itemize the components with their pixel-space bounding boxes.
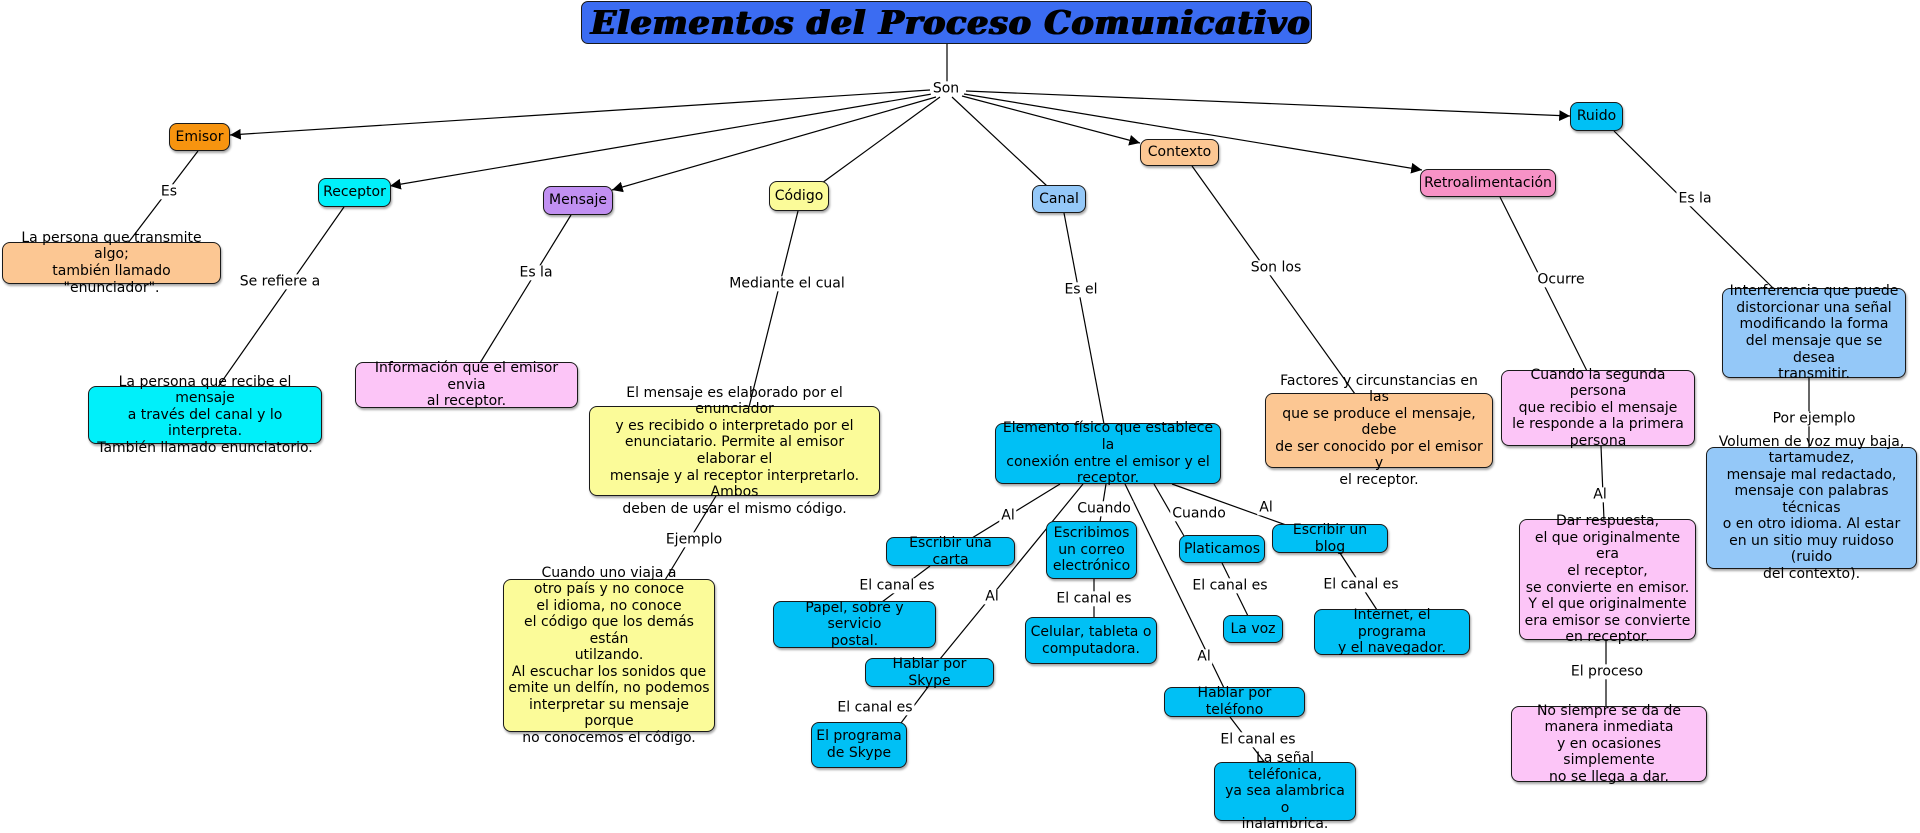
node-canal[interactable]: Canal: [1032, 185, 1086, 213]
link-label-al-blog: Al: [1257, 499, 1275, 516]
node-telefono-canal[interactable]: La señal teléfonica, ya sea alambrica o …: [1214, 750, 1356, 832]
link-label-es-el: Es el: [1062, 281, 1100, 298]
node-retro-definicion[interactable]: Cuando la segunda persona que recibio el…: [1501, 367, 1695, 449]
link-label-ejemplo: Ejemplo: [663, 531, 725, 548]
node-contexto[interactable]: Contexto: [1140, 139, 1219, 166]
node-correo-canal[interactable]: Celular, tableta o computadora.: [1025, 617, 1157, 664]
node-hablar-telefono[interactable]: Hablar por teléfono: [1164, 685, 1305, 718]
link-label-son-los: Son los: [1248, 259, 1304, 276]
node-escribir-carta[interactable]: Escribir una carta: [886, 535, 1015, 568]
link-label-al-carta: Al: [999, 507, 1017, 524]
link-label-es-la-mensaje: Es la: [517, 264, 555, 281]
link-label-por-ejemplo: Por ejemplo: [1770, 410, 1858, 427]
link-label-canal-es-carta: El canal es: [857, 577, 937, 594]
link-label-se-refiere-a: Se refiere a: [237, 273, 323, 290]
node-escribir-blog[interactable]: Escribir un blog: [1272, 522, 1388, 555]
diagram-title: Elementos del Proceso Comunicativo: [581, 1, 1312, 44]
link-label-canal-es-correo: El canal es: [1054, 590, 1134, 607]
node-hablar-skype[interactable]: Hablar por Skype: [865, 656, 994, 689]
node-carta-canal[interactable]: Papel, sobre y servicio postal.: [773, 600, 936, 649]
node-mensaje-definicion[interactable]: Información que el emisor envia al recep…: [355, 360, 578, 409]
link-label-al-telefono: Al: [1195, 648, 1213, 665]
link-label-el-proceso: El proceso: [1568, 663, 1646, 680]
node-receptor[interactable]: Receptor: [318, 178, 391, 207]
node-platicamos[interactable]: Platicamos: [1179, 535, 1265, 563]
node-receptor-definicion[interactable]: La persona que recibe el mensaje a travé…: [88, 374, 322, 456]
node-retro-al[interactable]: Dar respuesta, el que originalmente era …: [1519, 513, 1696, 645]
node-codigo[interactable]: Código: [769, 181, 829, 211]
node-skype-canal[interactable]: El programa de Skype: [811, 722, 907, 768]
link-label-ocurre: Ocurre: [1535, 271, 1587, 288]
link-label-canal-es-skype: El canal es: [835, 699, 915, 716]
link-label-es: Es: [158, 183, 180, 200]
node-mensaje[interactable]: Mensaje: [543, 186, 613, 215]
link-label-canal-es-telefono: El canal es: [1218, 731, 1298, 748]
node-la-voz[interactable]: La voz: [1223, 615, 1283, 643]
node-codigo-definicion[interactable]: El mensaje es elaborado por el enunciado…: [589, 385, 880, 517]
link-label-cuando-platicamos: Cuando: [1170, 505, 1228, 522]
link-label-es-la-ruido: Es la: [1676, 190, 1714, 207]
node-retroalimentacion[interactable]: Retroalimentación: [1420, 169, 1556, 197]
node-contexto-definicion[interactable]: Factores y circunstancias en las que se …: [1265, 373, 1493, 488]
node-emisor-definicion[interactable]: La persona que transmite algo; también l…: [2, 230, 221, 296]
node-ruido-ejemplo[interactable]: Volumen de voz muy baja, tartamudez, men…: [1706, 434, 1917, 582]
node-retro-proceso[interactable]: No siempre se da de manera inmediata y e…: [1511, 703, 1707, 785]
link-label-canal-es-platicamos: El canal es: [1190, 577, 1270, 594]
hub-label-son: Son: [930, 80, 962, 97]
node-correo-electronico[interactable]: Escribimos un correo electrónico: [1046, 521, 1137, 579]
link-label-canal-es-blog: El canal es: [1321, 576, 1401, 593]
link-label-al-skype: Al: [983, 588, 1001, 605]
link-label-mediante: Mediante el cual: [727, 275, 847, 292]
node-ruido-definicion[interactable]: Interferencia que puede distorcionar una…: [1722, 283, 1906, 382]
node-canal-definicion[interactable]: Elemento físico que establece la conexió…: [995, 420, 1221, 486]
link-label-al-retro: Al: [1591, 486, 1609, 503]
node-codigo-ejemplo[interactable]: Cuando uno viaja a otro país y no conoce…: [503, 565, 715, 746]
node-blog-canal[interactable]: Internet, el programa y el navegador.: [1314, 607, 1470, 656]
node-emisor[interactable]: Emisor: [169, 123, 230, 151]
node-ruido[interactable]: Ruido: [1570, 102, 1623, 131]
link-label-cuando-correo: Cuando: [1075, 500, 1133, 517]
